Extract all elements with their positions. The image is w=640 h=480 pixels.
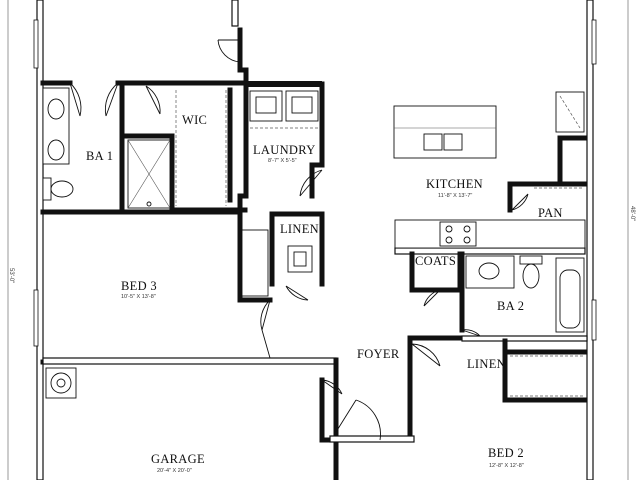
left-dimension-text: 53'-0" [8,268,14,283]
ba1-sink-icon [47,98,65,120]
right-dimension-text: 48'-0" [629,206,635,221]
ba1-toilet-icon [50,180,74,198]
room-label-foyer: FOYER [357,347,400,361]
room-label-linen-1: LINEN [280,222,319,236]
ba2-toilet-icon [522,263,540,289]
ba1-toilet-tank [42,177,52,201]
right-dimension-line: 48'-0" [627,0,635,480]
room-label-bed3: BED 3 [121,279,157,293]
room-label-bed2: BED 2 [488,446,524,460]
room-label-ba1: BA 1 [86,149,113,163]
kitchen-sink-icon [423,133,443,151]
fixtures [42,87,586,399]
room-label-ba2: BA 2 [497,299,524,313]
room-dim-bed3: 10'-5" X 13'-8" [121,294,156,300]
left-dimension-line: 53'-0" [7,0,14,480]
ba1-sink-icon [47,139,65,161]
doors [69,39,529,441]
room-labels: BA 1 WIC LAUNDRY 8'-7" X 5'-5" KITCHEN 1… [86,113,563,474]
interior-walls [40,27,588,480]
range-icon [439,221,477,247]
room-label-linen-2: LINEN [467,357,506,371]
room-label-coats: COATS [415,254,456,268]
room-label-wic: WIC [182,113,207,127]
room-dim-laundry: 8'-7" X 5'-5" [268,158,297,164]
exterior-walls [33,0,597,480]
room-dim-garage: 20'-4" X 20'-0" [157,468,192,474]
room-dim-bed2: 12'-8" X 12'-8" [489,463,524,469]
washer-icon [249,90,283,122]
ba2-sink-icon [478,262,500,280]
kitchen-counter [394,219,586,249]
room-label-garage: GARAGE [151,452,205,466]
refrigerator-icon [555,91,585,133]
room-label-laundry: LAUNDRY [253,143,316,157]
room-dim-kitchen: 11'-8" X 13'-7" [438,193,472,199]
room-label-pan: PAN [538,206,563,220]
room-label-kitchen: KITCHEN [426,177,483,191]
